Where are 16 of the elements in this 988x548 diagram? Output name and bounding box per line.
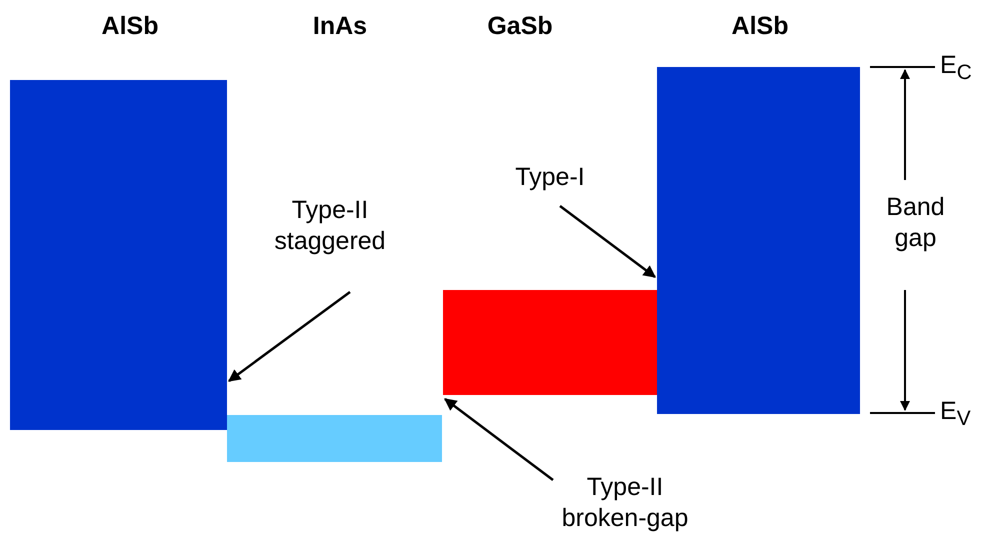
callout-text: Type-II broken-gap	[550, 472, 700, 534]
band-bar	[657, 67, 860, 414]
band-bar	[443, 290, 657, 395]
level-label: E$_{V}$	[940, 396, 971, 432]
material-label: GaSb	[487, 12, 553, 41]
material-label: AlSb	[102, 12, 158, 41]
material-label: AlSb	[732, 12, 788, 41]
arrow	[228, 291, 351, 382]
callout-text: Type-II staggered	[250, 195, 410, 257]
callout-text: Type-I	[495, 162, 605, 193]
material-label: InAs	[312, 12, 368, 41]
level-label: E$_{C}$	[940, 50, 972, 86]
band-bar	[227, 415, 442, 462]
arrow	[559, 205, 656, 278]
arrow	[444, 398, 554, 481]
band-bar	[10, 80, 227, 430]
